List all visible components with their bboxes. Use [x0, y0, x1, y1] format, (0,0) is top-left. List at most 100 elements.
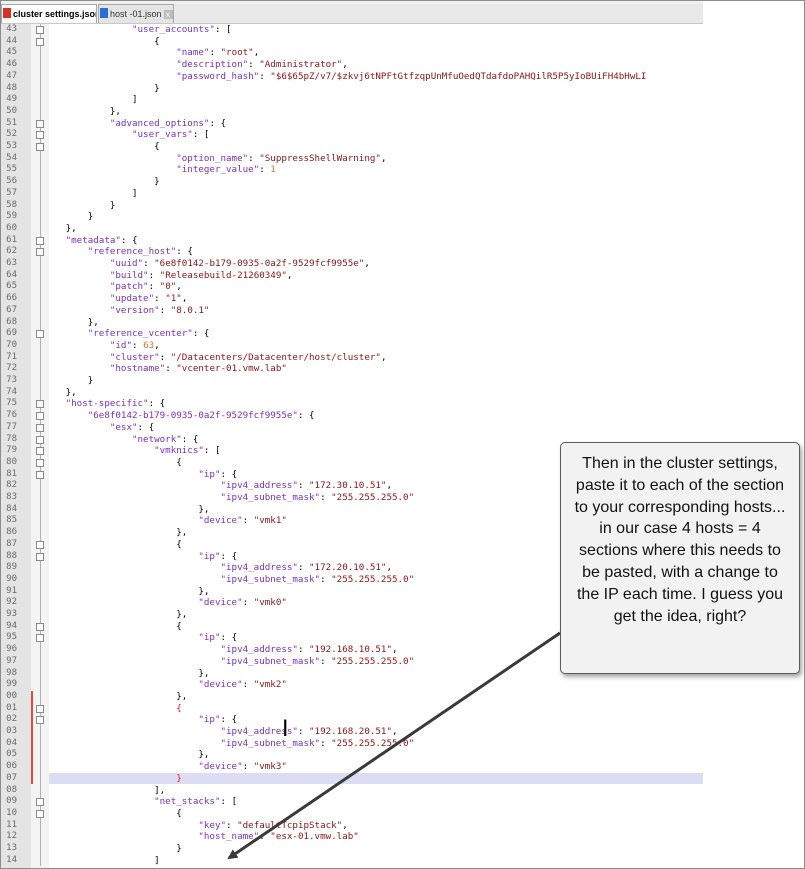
fold-toggle-icon[interactable]: [36, 634, 44, 643]
code-line[interactable]: 67 "version": "8.0.1": [1, 305, 703, 317]
code-line[interactable]: 09 "net_stacks": [: [1, 796, 703, 808]
code-line[interactable]: 94 {: [1, 621, 703, 633]
fold-toggle-icon[interactable]: [36, 37, 44, 46]
fold-toggle-icon[interactable]: [36, 458, 44, 467]
code-line[interactable]: 10 {: [1, 808, 703, 820]
code-line[interactable]: 98 },: [1, 668, 703, 680]
code-line[interactable]: 51 "advanced_options": {: [1, 118, 703, 130]
code-line[interactable]: 90 "ipv4_subnet_mask": "255.255.255.0": [1, 574, 703, 586]
code-line[interactable]: 75 "host-specific": {: [1, 398, 703, 410]
code-line[interactable]: 92 "device": "vmk0": [1, 597, 703, 609]
fold-toggle-icon[interactable]: [36, 423, 44, 432]
code-line[interactable]: 50 },: [1, 106, 703, 118]
code-line[interactable]: 74 },: [1, 387, 703, 399]
fold-toggle-icon[interactable]: [36, 704, 44, 713]
code-line[interactable]: 89 "ipv4_address": "172.20.10.51",: [1, 562, 703, 574]
fold-toggle-icon[interactable]: [36, 143, 44, 151]
change-marker: [31, 761, 33, 773]
fold-toggle-icon[interactable]: [36, 716, 44, 725]
code-line[interactable]: 46 "description": "Administrator",: [1, 59, 703, 71]
code-editor[interactable]: 43 "user_accounts": [44 {45 "name": "roo…: [1, 24, 703, 868]
code-line[interactable]: 02 "ip": {: [1, 714, 703, 726]
code-line[interactable]: 72 "hostname": "vcenter-01.vmw.lab": [1, 363, 703, 375]
code-line[interactable]: 99 "device": "vmk2": [1, 679, 703, 691]
code-line[interactable]: 53 {: [1, 141, 703, 153]
code-line[interactable]: 68 },: [1, 317, 703, 329]
code-line[interactable]: 54 "option_name": "SuppressShellWarning"…: [1, 153, 703, 165]
fold-toggle-icon[interactable]: [36, 622, 44, 631]
code-line[interactable]: 06 "device": "vmk3": [1, 761, 703, 773]
code-line[interactable]: 61 "metadata": {: [1, 235, 703, 247]
code-line[interactable]: 83 "ipv4_subnet_mask": "255.255.255.0": [1, 492, 703, 504]
code-line[interactable]: 01 {: [1, 703, 703, 715]
code-line[interactable]: 76 "6e8f0142-b179-0935-0a2f-9529fcf9955e…: [1, 410, 703, 422]
fold-toggle-icon[interactable]: [36, 26, 44, 34]
code-line[interactable]: 49 ]: [1, 94, 703, 106]
code-line[interactable]: 05 },: [1, 749, 703, 761]
code-line[interactable]: 47 "password_hash": "$6$65pZ/v7/$zkvj6tN…: [1, 71, 703, 83]
fold-toggle-icon[interactable]: [36, 236, 44, 245]
fold-toggle-icon[interactable]: [36, 400, 44, 409]
code-line[interactable]: 69 "reference_vcenter": {: [1, 328, 703, 340]
code-line[interactable]: 03 "ipv4_address": "192.168.20.51",: [1, 726, 703, 738]
code-line[interactable]: 70 "id": 63,: [1, 340, 703, 352]
code-line[interactable]: 62 "reference_host": {: [1, 246, 703, 258]
code-line[interactable]: 77 "esx": {: [1, 422, 703, 434]
code-line[interactable]: 58 }: [1, 200, 703, 212]
code-line[interactable]: 91 },: [1, 586, 703, 598]
code-line[interactable]: 85 "device": "vmk1": [1, 515, 703, 527]
code-line[interactable]: 14 ]: [1, 855, 703, 867]
line-number: 09: [6, 796, 17, 807]
code-line[interactable]: 08 ],: [1, 785, 703, 797]
code-line[interactable]: 84 },: [1, 504, 703, 516]
fold-toggle-icon[interactable]: [36, 330, 44, 339]
code-line[interactable]: 88 "ip": {: [1, 551, 703, 563]
code-line[interactable]: 00 },: [1, 691, 703, 703]
code-line[interactable]: 86 },: [1, 527, 703, 539]
fold-toggle-icon[interactable]: [36, 798, 44, 807]
code-line[interactable]: 81 "ip": {: [1, 469, 703, 481]
code-line[interactable]: 71 "cluster": "/Datacenters/Datacenter/h…: [1, 352, 703, 364]
code-line[interactable]: 97 "ipv4_subnet_mask": "255.255.255.0": [1, 656, 703, 668]
fold-toggle-icon[interactable]: [36, 470, 44, 479]
code-line[interactable]: 60 },: [1, 223, 703, 235]
code-line[interactable]: 11 "key": "defaultTcpipStack",: [1, 820, 703, 832]
code-line[interactable]: 64 "build": "Releasebuild-21260349",: [1, 270, 703, 282]
code-line[interactable]: 45 "name": "root",: [1, 47, 703, 59]
fold-toggle-icon[interactable]: [36, 131, 44, 140]
code-line[interactable]: 87 {: [1, 539, 703, 551]
code-line[interactable]: 66 "update": "1",: [1, 293, 703, 305]
code-line[interactable]: 43 "user_accounts": [: [1, 24, 703, 36]
code-line[interactable]: 48 }: [1, 83, 703, 95]
fold-toggle-icon[interactable]: [36, 809, 44, 818]
fold-toggle-icon[interactable]: [36, 435, 44, 444]
fold-toggle-icon[interactable]: [36, 412, 44, 421]
code-line[interactable]: 57 ]: [1, 188, 703, 200]
code-line[interactable]: 82 "ipv4_address": "172.30.10.51",: [1, 480, 703, 492]
fold-toggle-icon[interactable]: [36, 540, 44, 549]
fold-toggle-icon[interactable]: [36, 248, 44, 257]
code-line[interactable]: 78 "network": {: [1, 434, 703, 446]
fold-toggle-icon[interactable]: [36, 447, 44, 456]
fold-toggle-icon[interactable]: [36, 552, 44, 561]
close-icon[interactable]: x: [163, 10, 173, 19]
code-line[interactable]: 96 "ipv4_address": "192.168.10.51",: [1, 644, 703, 656]
code-line[interactable]: 65 "patch": "0",: [1, 281, 703, 293]
code-line[interactable]: 95 "ip": {: [1, 632, 703, 644]
code-line[interactable]: 93 },: [1, 609, 703, 621]
code-line[interactable]: 52 "user_vars": [: [1, 129, 703, 141]
code-line[interactable]: 63 "uuid": "6e8f0142-b179-0935-0a2f-9529…: [1, 258, 703, 270]
code-line[interactable]: 13 }: [1, 843, 703, 855]
code-line[interactable]: 04 "ipv4_subnet_mask": "255.255.255.0": [1, 738, 703, 750]
code-line[interactable]: 44 {: [1, 36, 703, 48]
code-line[interactable]: 73 }: [1, 375, 703, 387]
code-line[interactable]: 07 }: [6, 772, 703, 785]
fold-toggle-icon[interactable]: [36, 119, 44, 128]
code-line[interactable]: 56 }: [1, 176, 703, 188]
code-line[interactable]: 80 {: [1, 457, 703, 469]
code-line[interactable]: 59 }: [1, 211, 703, 223]
code-line[interactable]: 55 "integer_value": 1: [1, 164, 703, 176]
code-line[interactable]: 79 "vmknics": [: [1, 445, 703, 457]
